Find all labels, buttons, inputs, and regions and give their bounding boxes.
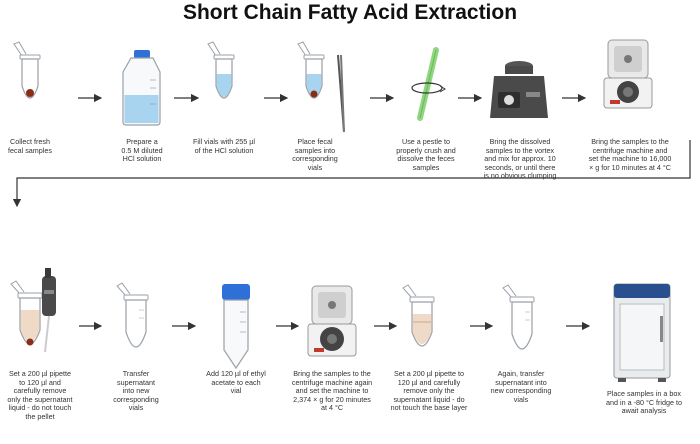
diagram-title: Short Chain Fatty Acid Extraction xyxy=(182,1,518,24)
pipette-tube-icon xyxy=(10,268,56,353)
row-connector-arrow xyxy=(12,140,691,208)
step-9-caption: Transfer supernatant into new correspond… xyxy=(113,369,159,413)
pestle-icon xyxy=(411,47,446,121)
step-8-caption: Set a 200 µl pipette to 120 µl and caref… xyxy=(7,369,73,421)
empty-tube-icon xyxy=(116,282,149,348)
centrifuge-icon xyxy=(603,39,653,109)
vortex-mixer-icon xyxy=(490,61,548,118)
empty-tube-icon xyxy=(502,284,535,350)
hcl-flask-icon xyxy=(122,50,161,126)
step-13-caption: Again, transfer supernatant into new cor… xyxy=(490,369,552,404)
step-14-caption: Place samples in a box and in a -80 °C f… xyxy=(606,389,682,416)
step-5-caption: Use a pestle to properly crush and disso… xyxy=(396,137,456,172)
step-10-caption: Add 120 µl of ethyl acetate to each vial xyxy=(206,369,266,396)
step-6-caption: Bring the dissolved samples to the vorte… xyxy=(483,137,557,181)
step-12-caption: Set a 200 µl pipette to 120 µl and caref… xyxy=(390,369,468,413)
step-11-caption: Bring the samples to the centrifuge mach… xyxy=(291,369,373,413)
step-2-caption: Prepare a 0.5 M diluted HCl solution xyxy=(121,137,163,164)
tube-with-tweezers-icon xyxy=(297,41,345,133)
falcon-tube-icon xyxy=(222,284,250,370)
freezer-icon xyxy=(613,283,671,382)
step-3-caption: Fill vials with 255 µl of the HCl soluti… xyxy=(192,137,256,155)
centrifuge-icon xyxy=(307,285,357,357)
step-7-caption: Bring the samples to the centrifuge mach… xyxy=(588,137,672,172)
tube-with-hcl-icon xyxy=(207,41,235,99)
step-4-caption: Place fecal samples into corresponding v… xyxy=(292,137,338,172)
step-1-caption: Collect fresh fecal samples xyxy=(8,137,52,155)
tube-with-layers-icon xyxy=(402,284,435,347)
tube-with-fecal-sample-icon xyxy=(13,41,41,99)
